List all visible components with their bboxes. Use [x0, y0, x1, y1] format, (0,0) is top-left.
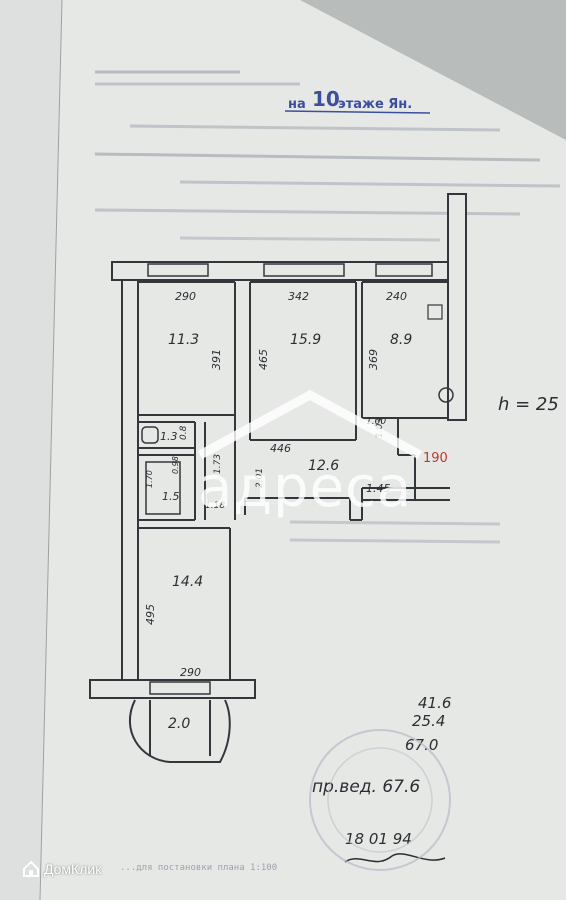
apartment-walls: [89, 193, 467, 763]
room-2-area: 15.9: [290, 332, 321, 348]
plan-date: 18 01 94: [345, 830, 412, 848]
svg-text:на: на: [288, 97, 306, 112]
total-area: 67.0: [405, 736, 438, 754]
svg-text:этаже Ян.: этаже Ян.: [338, 97, 412, 112]
footer-note: ...для постановки плана 1:100: [120, 863, 277, 873]
logo-text: ДомКлик: [44, 861, 102, 877]
bath-area: 1.3: [160, 430, 178, 443]
watermark-house-icon: [197, 389, 423, 459]
room-2-width: 342: [288, 290, 309, 303]
svg-text:0.98: 0.98: [171, 456, 180, 474]
svg-text:2.01: 2.01: [255, 468, 265, 488]
faded-round-stamp: [309, 729, 451, 871]
auxiliary-area-total: 25.4: [412, 712, 445, 730]
small-dimensions: 0.8 1.73 1.18 2.01 1.03 1.00 1.45 1.70 0…: [145, 417, 391, 511]
faded-typewritten-text: [94, 70, 561, 544]
reduced-area: пр.вед. 67.6: [312, 777, 420, 797]
room-3-area: 14.4: [172, 574, 203, 590]
domclick-logo: ДомКлик: [22, 860, 101, 878]
corridor-area: 12.6: [308, 458, 339, 474]
toilet-area: 1.5: [162, 490, 180, 503]
living-area-total: 41.6: [418, 694, 451, 712]
room-1-width: 290: [175, 290, 196, 303]
room-1-area: 11.3: [168, 332, 199, 348]
corridor-width: 446: [270, 442, 291, 455]
ceiling-height: h = 25: [498, 394, 559, 415]
room-labels: 290 11.3 391 342 15.9 465 240 8.9 369 44…: [144, 290, 412, 732]
svg-text:1.18: 1.18: [205, 501, 225, 511]
area-totals: 41.6 25.4 67.0 пр.вед. 67.6 18 01 94: [312, 694, 451, 863]
svg-text:0.8: 0.8: [179, 425, 189, 440]
room-1-length: 391: [210, 349, 223, 370]
kitchen-area: 8.9: [390, 332, 412, 348]
svg-text:1.73: 1.73: [213, 454, 223, 474]
floor-stamp: на 10 этаже Ян.: [284, 87, 431, 114]
svg-text:1.45: 1.45: [366, 482, 391, 495]
house-icon: [23, 860, 39, 877]
svg-text:10: 10: [312, 87, 340, 111]
svg-text:1.00: 1.00: [366, 417, 386, 427]
watermark-text: адреса: [198, 455, 413, 520]
svg-text:1.70: 1.70: [145, 470, 154, 488]
kitchen-length: 369: [367, 349, 380, 370]
red-mark: 190: [423, 451, 448, 466]
balcony-area: 2.0: [168, 716, 190, 732]
room-3-length: 495: [144, 604, 157, 625]
svg-text:1.03: 1.03: [375, 418, 385, 438]
room-3-width: 290: [180, 666, 201, 679]
kitchen-width: 240: [386, 290, 407, 303]
room-2-length: 465: [257, 349, 270, 370]
